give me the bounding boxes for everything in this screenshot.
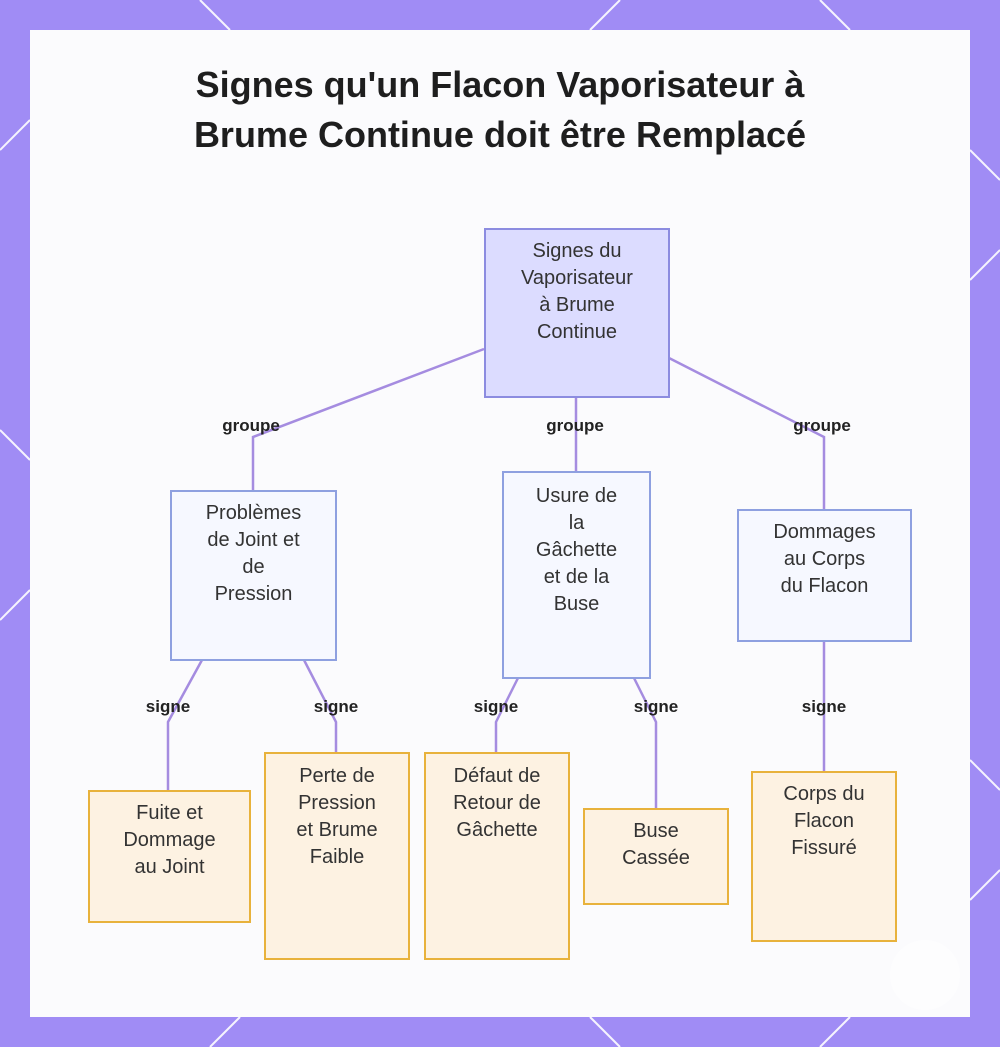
node-sign-seal-leak: Fuite et Dommage au Joint [88,790,251,923]
node-sign-line: Gâchette [456,819,538,841]
node-category-line: et de la [543,566,610,588]
node-category-seal-pressure: Problèmes de Joint et de Pression [170,490,337,661]
node-sign-line: Flacon [793,810,855,832]
edge-root-category-3 [668,356,826,510]
node-category-line: de [242,556,265,578]
node-sign-cracked-body: Corps du Flacon Fissuré [751,771,897,942]
title-line-1: Signes qu'un Flacon Vaporisateur à [195,64,805,105]
node-root-line: Continue [536,321,618,343]
node-sign-line: au Joint [134,856,205,878]
edge-category-2-sign-3 [494,677,520,753]
node-root-line: Signes du [532,240,622,262]
node-category-line: la [568,512,585,534]
node-sign-line: Corps du [783,783,865,805]
node-category-bottle-body: Dommages au Corps du Flacon [737,509,912,642]
node-sign-line: Cassée [622,847,690,869]
node-root: Signes du Vaporisateur à Brume Continue [484,228,670,398]
node-root-line: à Brume [539,294,615,316]
node-sign-broken-nozzle: Buse Cassée [583,808,729,905]
node-category-line: Problèmes [205,502,302,524]
edge-label-sign-2: signe [313,697,359,716]
watermark-logo [890,940,960,1010]
node-sign-line: Perte de [299,765,375,787]
edge-label-group-3: groupe [793,416,851,435]
edge-category-1-sign-1 [166,659,204,791]
node-sign-trigger-return: Défaut de Retour de Gâchette [424,752,570,960]
edge-label-sign-1: signe [145,697,191,716]
diagram-title: Signes qu'un Flacon Vaporisateur à Brume… [30,60,970,160]
edge-root-category-1 [251,347,485,491]
edge-label-group-1: groupe [222,416,280,435]
edge-category-2-sign-4 [632,677,658,809]
node-category-trigger-nozzle: Usure de la Gâchette et de la Buse [502,471,651,679]
node-sign-line: et Brume [296,819,378,841]
node-sign-line: Pression [298,792,376,814]
node-sign-line: Faible [309,846,365,868]
edge-label-sign-4: signe [633,697,679,716]
node-category-line: au Corps [783,548,866,570]
node-category-line: de Joint et [207,529,300,551]
edge-label-sign-3: signe [473,697,519,716]
node-category-line: Buse [553,593,600,615]
edge-label-group-2: groupe [546,416,604,435]
edge-category-1-sign-2 [302,659,338,753]
node-sign-line: Buse [633,820,679,842]
node-category-line: Usure de [535,485,618,507]
node-sign-line: Retour de [453,792,541,814]
node-root-line: Vaporisateur [521,267,633,289]
edge-label-sign-5: signe [801,697,847,716]
node-sign-line: Fissuré [791,837,857,859]
node-sign-pressure-loss: Perte de Pression et Brume Faible [264,752,410,960]
node-category-line: Gâchette [535,539,618,561]
node-category-line: Dommages [773,521,876,543]
node-sign-line: Fuite et [136,802,203,824]
node-sign-line: Défaut de [453,765,541,787]
node-sign-line: Dommage [123,829,216,851]
title-line-2: Brume Continue doit être Remplacé [193,114,807,155]
node-category-line: Pression [214,583,293,605]
node-category-line: du Flacon [780,575,869,597]
